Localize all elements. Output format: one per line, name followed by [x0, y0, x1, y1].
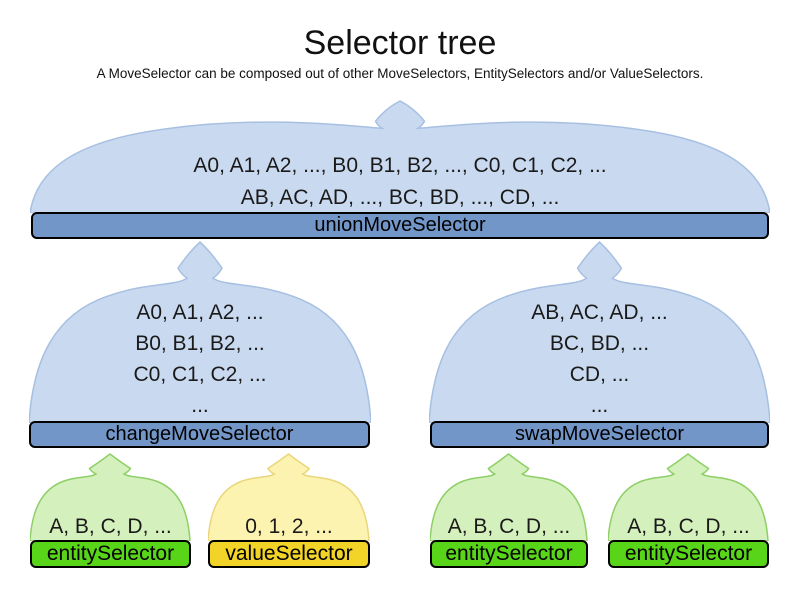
- entity-values-line: A, B, C, D, ...: [447, 515, 571, 538]
- union-moves-line: AB, AC, AD, ..., BC, BD, ..., CD, ...: [240, 186, 560, 209]
- swap-moves-line: AB, AC, AD, ...: [531, 301, 668, 324]
- entity-selector-2-bar: entitySelector: [430, 540, 588, 568]
- swap-moves-line: CD, ...: [569, 363, 630, 386]
- dome-arrow-shape: [429, 240, 770, 423]
- dome-arrow-shape: [30, 453, 191, 541]
- change-move-selector-bar: changeMoveSelector: [29, 421, 370, 448]
- entity-selector-3-dome: [608, 453, 769, 541]
- entity-selector-3-bar: entitySelector: [608, 540, 769, 568]
- entity-selector-1-dome: [30, 453, 191, 541]
- value-selector-dome: [208, 453, 370, 541]
- union-move-selector-cloud: [30, 100, 770, 213]
- entity-values-line: A, B, C, D, ...: [627, 515, 750, 538]
- dome-arrow-shape: [608, 453, 769, 541]
- union-move-selector-bar: unionMoveSelector: [31, 212, 769, 239]
- swap-move-selector-moves: AB, AC, AD, ... BC, BD, ... CD, ... ...: [429, 297, 770, 421]
- entity-selector-1-values: A, B, C, D, ...: [30, 515, 191, 539]
- diagram-subtitle: A MoveSelector can be composed out of ot…: [96, 66, 704, 81]
- dome-arrow-shape: [430, 453, 588, 541]
- change-move-selector-dome: [29, 240, 371, 423]
- change-move-selector-moves: A0, A1, A2, ... B0, B1, B2, ... C0, C1, …: [29, 297, 371, 421]
- swap-move-selector-dome: [429, 240, 770, 423]
- dome-arrow-shape: [208, 453, 370, 541]
- entity-selector-2-values: A, B, C, D, ...: [430, 515, 588, 539]
- entity-values-line: A, B, C, D, ...: [49, 515, 172, 538]
- value-selector-values: 0, 1, 2, ...: [208, 515, 370, 539]
- value-values-line: 0, 1, 2, ...: [245, 515, 333, 538]
- union-moves-line: A0, A1, A2, ..., B0, B1, B2, ..., C0, C1…: [193, 154, 607, 177]
- swap-moves-line: BC, BD, ...: [549, 332, 650, 355]
- union-move-selector-moves: A0, A1, A2, ..., B0, B1, B2, ..., C0, C1…: [30, 150, 770, 214]
- entity-selector-1-bar: entitySelector: [30, 540, 191, 568]
- change-moves-line: ...: [191, 394, 209, 417]
- swap-moves-line: ...: [590, 394, 609, 417]
- cloud-arrow-shape: [30, 100, 770, 213]
- value-selector-bar: valueSelector: [208, 540, 370, 568]
- swap-move-selector-bar: swapMoveSelector: [430, 421, 769, 448]
- change-moves-line: C0, C1, C2, ...: [133, 363, 267, 386]
- entity-selector-2-dome: [430, 453, 588, 541]
- entity-selector-3-values: A, B, C, D, ...: [608, 515, 769, 539]
- change-moves-line: B0, B1, B2, ...: [135, 332, 265, 355]
- dome-arrow-shape: [29, 240, 371, 423]
- change-moves-line: A0, A1, A2, ...: [136, 301, 264, 324]
- diagram-title: Selector tree: [303, 24, 497, 62]
